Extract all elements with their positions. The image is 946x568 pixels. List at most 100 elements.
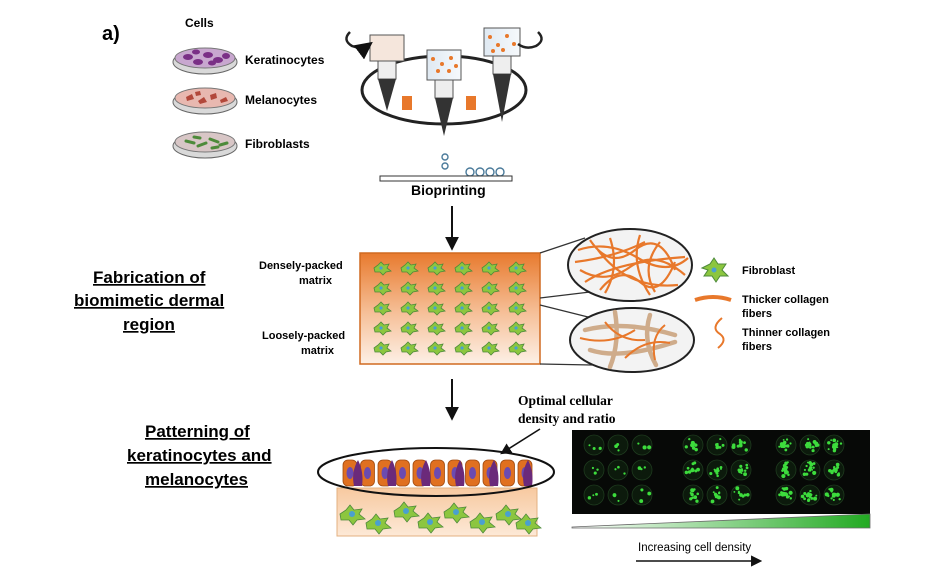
fibroblast-cell: [454, 341, 473, 356]
dermal-heading-line3: region: [123, 315, 175, 334]
dense-label-line2: matrix: [299, 275, 333, 287]
fibroblast-cell: [400, 341, 419, 356]
melanocyte-cell: [387, 460, 397, 486]
legend-thinner-line1: Thinner collagen: [742, 327, 830, 339]
fibroblast-cell: [400, 281, 419, 296]
fluorescent-well: [583, 459, 605, 481]
fluorescent-well: [775, 459, 797, 481]
fibroblast-cell: [481, 321, 500, 336]
fibroblast-cell: [427, 341, 446, 356]
fibroblast-cell: [508, 341, 527, 356]
bioprinting-label: Bioprinting: [411, 182, 486, 198]
fluorescent-well: [823, 459, 845, 481]
fluorescent-well: [730, 434, 752, 456]
fibroblast-cell: [508, 261, 527, 276]
fluorescence-panel: [572, 430, 870, 514]
fluorescent-well: [682, 484, 704, 506]
patterning-heading-line3: melanocytes: [145, 470, 248, 489]
fibroblast-cell: [400, 261, 419, 276]
fluorescent-well: [706, 459, 728, 481]
epidermal-cell: [360, 459, 375, 487]
fluorescent-well: [631, 484, 653, 506]
fluorescent-well: [631, 434, 653, 456]
fibroblast-cell: [427, 261, 446, 276]
fluorescent-well: [730, 459, 752, 481]
petri-dish-melanocytes: [172, 87, 238, 115]
fluorescent-well: [823, 434, 845, 456]
fluorescent-well: [775, 434, 797, 456]
legend-fibroblast: Fibroblast: [742, 265, 796, 277]
fibroblast-cell: [481, 301, 500, 316]
patterning-heading-line1: Patterning of: [145, 422, 250, 441]
annotation-line2: density and ratio: [518, 411, 616, 426]
fluorescent-well: [583, 434, 605, 456]
fibroblast-cell: [495, 504, 522, 526]
fibroblast-cell: [373, 281, 392, 296]
melanocyte-cell: [489, 460, 499, 486]
patterning-heading-line2: keratinocytes and: [127, 446, 272, 465]
fluorescent-well: [775, 484, 797, 506]
thicker-fiber-icon: [694, 295, 732, 302]
fibroblast-cell: [393, 501, 420, 523]
dermal-heading-line1: Fabrication of: [93, 268, 206, 287]
fibroblast-cell: [373, 301, 392, 316]
epidermal-cell: [500, 459, 515, 487]
loose-label-line2: matrix: [301, 345, 335, 357]
melanocyte-cell: [421, 460, 431, 486]
thinner-fiber-icon: [714, 317, 725, 349]
fluorescent-well: [682, 459, 704, 481]
melanocyte-cell: [353, 460, 363, 486]
fluorescent-well: [823, 484, 845, 506]
skin-construct: [317, 447, 555, 537]
panel-label: a): [102, 23, 120, 45]
fluorescent-well: [682, 434, 704, 456]
loose-label-line1: Loosely-packed: [262, 330, 345, 342]
cells-title: Cells: [185, 16, 214, 30]
dense-label-line1: Densely-packed: [259, 260, 343, 272]
epidermal-cell: [395, 459, 410, 487]
fluorescent-well: [799, 459, 821, 481]
label-fibroblasts: Fibroblasts: [245, 137, 310, 151]
fibroblast-cell: [427, 281, 446, 296]
label-melanocytes: Melanocytes: [245, 93, 317, 107]
epidermal-cell: [465, 459, 480, 487]
fibroblast-cell: [400, 301, 419, 316]
fibroblast-cell: [508, 301, 527, 316]
fluorescent-well: [607, 434, 629, 456]
fibroblast-cell: [515, 513, 542, 535]
fibroblast-cell: [469, 512, 496, 534]
petri-dish-keratinocytes: [172, 47, 238, 75]
loose-collagen-zoom: [569, 307, 695, 373]
bioprinter-illustration: [345, 27, 543, 182]
fluorescent-well: [799, 434, 821, 456]
fluorescent-well: [607, 484, 629, 506]
fibroblast-cell: [454, 261, 473, 276]
annotation-line1: Optimal cellular: [518, 393, 613, 408]
fibroblast-cell: [508, 281, 527, 296]
fibroblast-cell: [339, 504, 366, 526]
fluorescent-well: [706, 484, 728, 506]
fibroblast-cell: [454, 301, 473, 316]
density-label: Increasing cell density: [638, 542, 751, 554]
fibroblast-cell: [454, 321, 473, 336]
legend-thinner-line2: fibers: [742, 341, 772, 353]
fibroblast-grid: [373, 261, 527, 356]
fibroblast-cell: [454, 281, 473, 296]
dermal-heading-line2: biomimetic dermal: [74, 291, 224, 310]
petri-dish-fibroblasts: [172, 131, 238, 159]
fibroblast-cell: [508, 321, 527, 336]
melanocyte-cell: [523, 460, 533, 486]
fluorescent-well: [730, 484, 752, 506]
fibroblast-cell: [481, 341, 500, 356]
fibroblast-legend-icon: [700, 257, 730, 283]
fibroblast-cell: [365, 513, 392, 535]
fibroblast-cell: [373, 341, 392, 356]
fibroblast-cell: [373, 261, 392, 276]
epidermal-cell: [430, 459, 445, 487]
legend-thicker-line2: fibers: [742, 308, 772, 320]
density-gradient-wedge: [571, 513, 871, 529]
fibroblast-cell: [481, 261, 500, 276]
fibroblast-cell: [481, 281, 500, 296]
fibroblast-cell: [417, 512, 444, 534]
